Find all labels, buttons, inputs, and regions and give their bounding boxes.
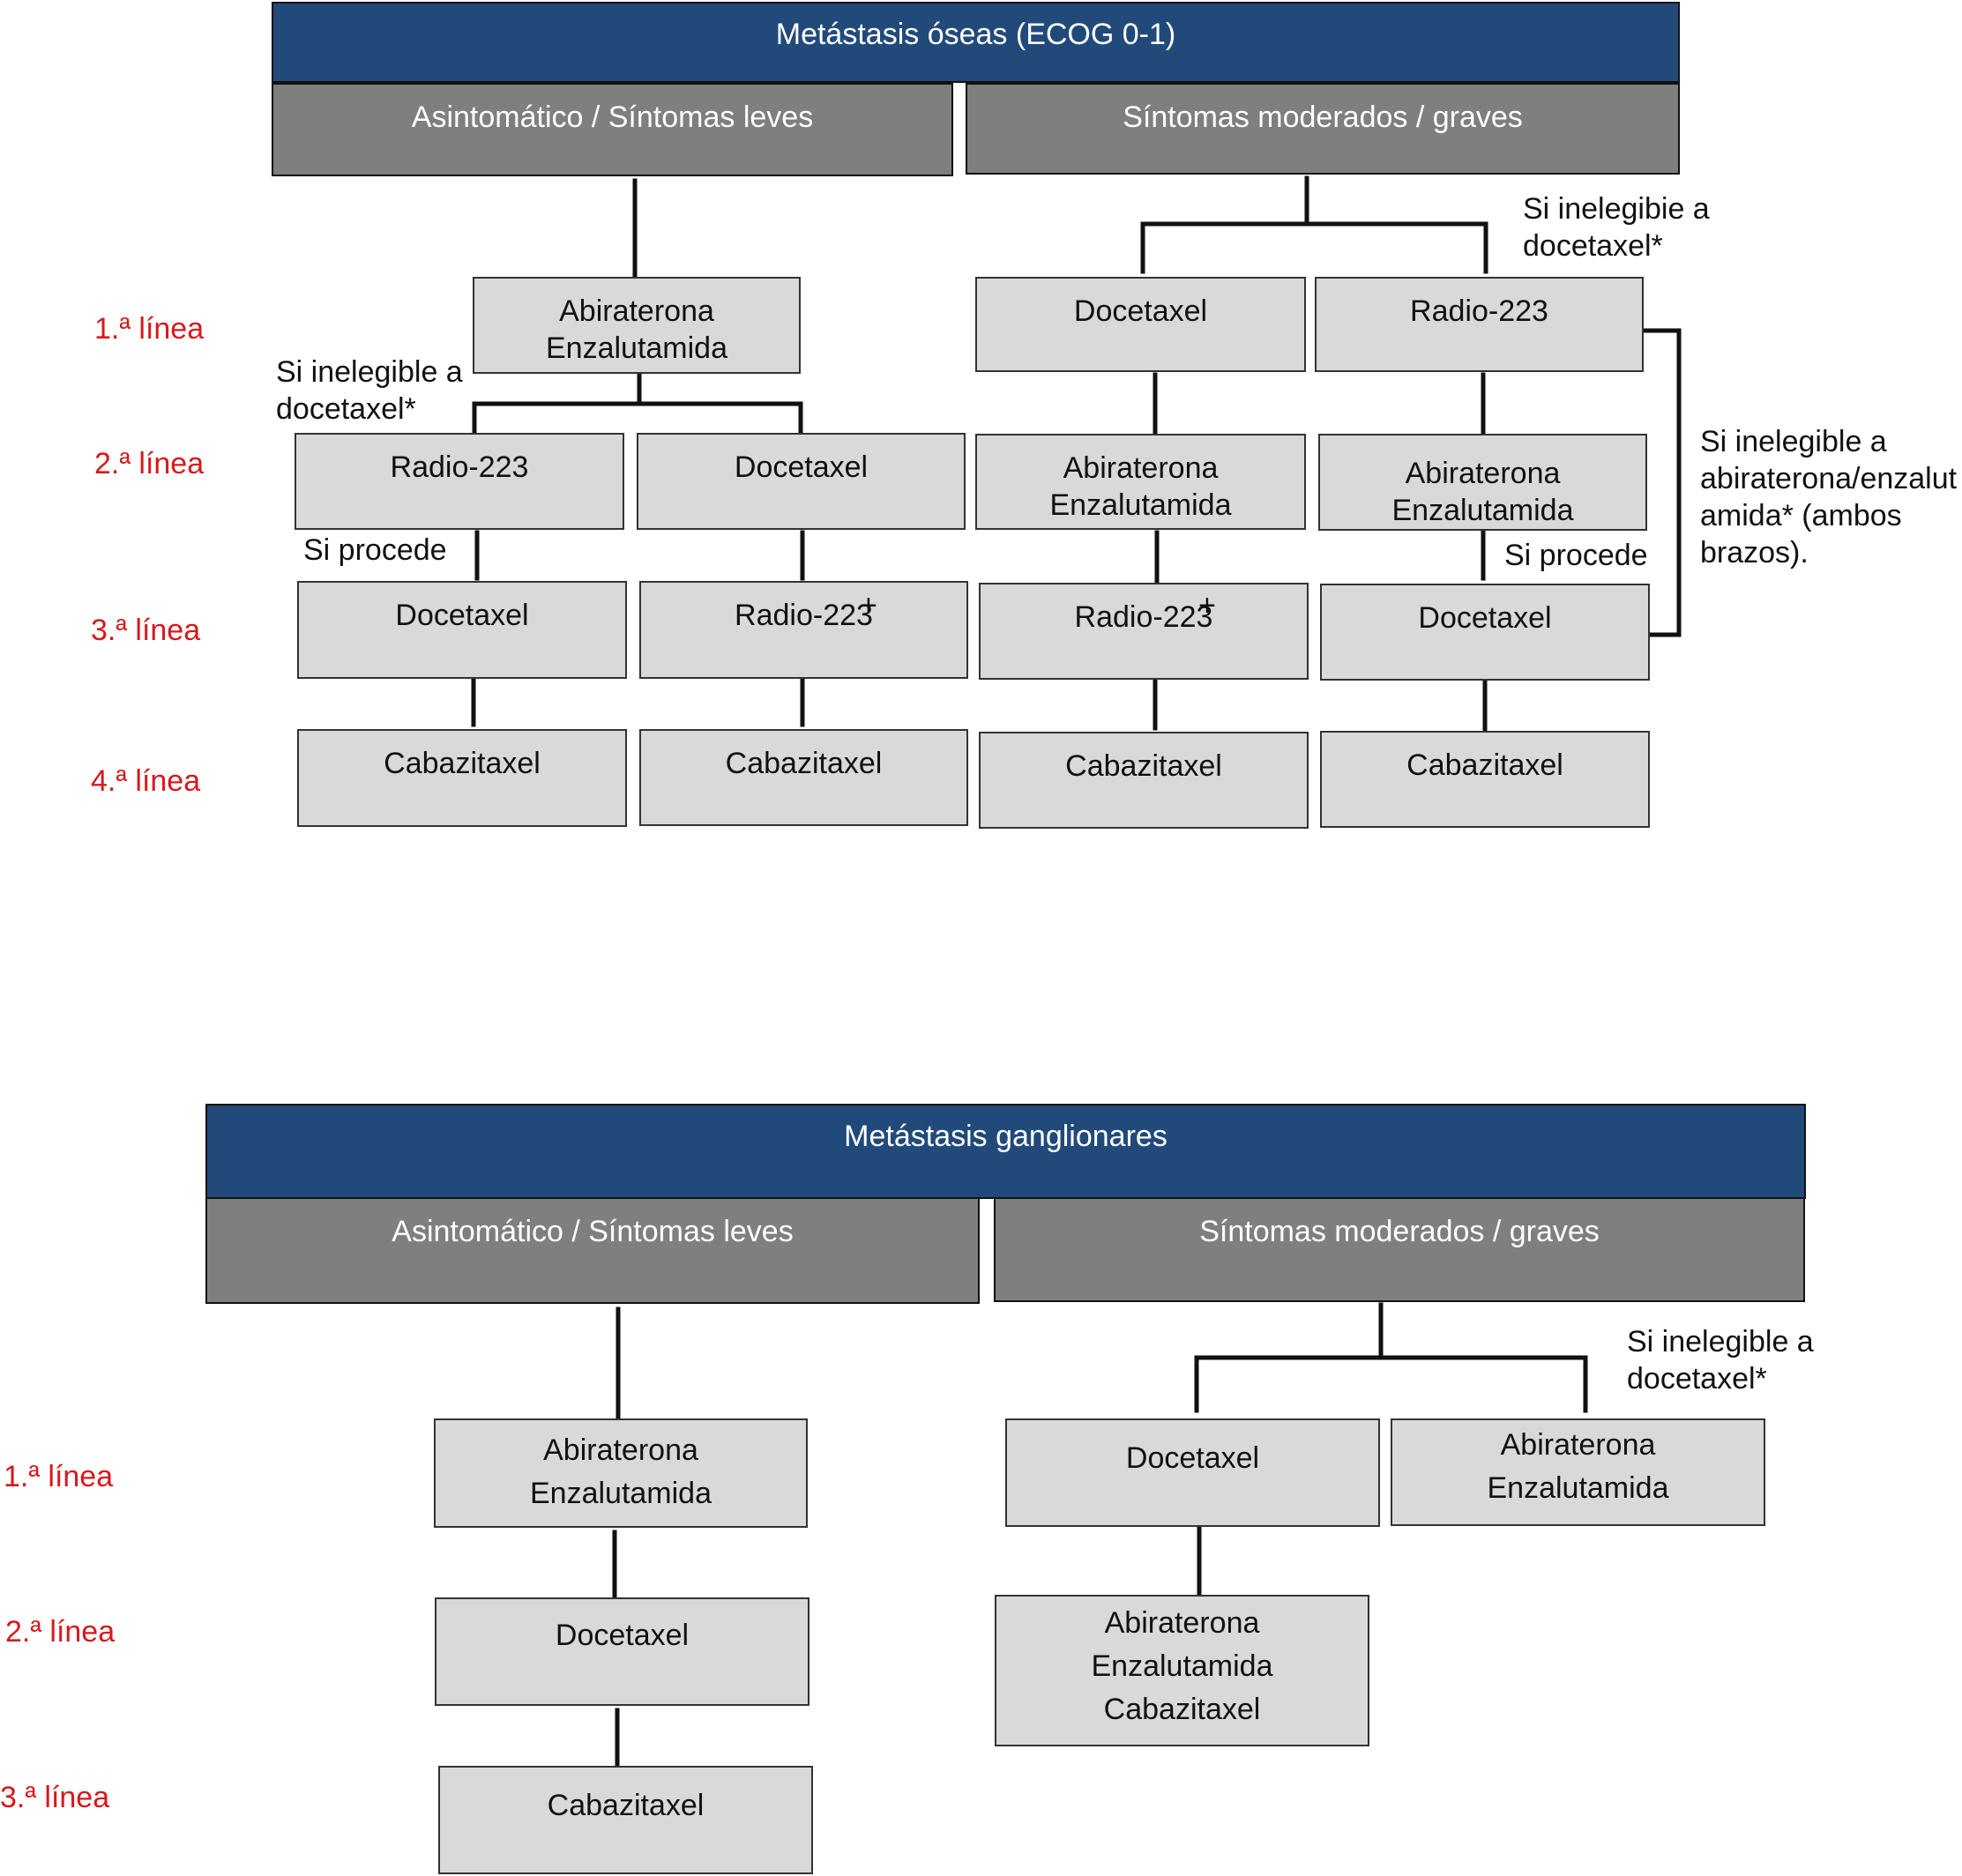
connector xyxy=(1642,328,1682,637)
osseous-left-header: Asintomático / Síntomas leves xyxy=(272,83,953,176)
nodal-left-header-label: Asintomático / Síntomas leves xyxy=(392,1215,794,1248)
osseous-box-l2b: Docetaxel xyxy=(637,433,966,530)
osseous-box-l2a: Radio-223 xyxy=(295,433,624,530)
nodal-title-header: Metástasis ganglionares xyxy=(205,1104,1806,1199)
osseous-note-right-side: Si inelegible a abiraterona/enzalut amid… xyxy=(1700,425,1958,570)
osseous-note-procede-right: Si procede xyxy=(1504,539,1648,572)
nodal-left-header: Asintomático / Síntomas leves xyxy=(205,1197,980,1304)
osseous-box-r4b: Cabazitaxel xyxy=(1320,731,1650,828)
osseous-box-r2a: Abiraterona Enzalutamida xyxy=(975,434,1306,530)
nodal-line-label-1: 1.ª línea xyxy=(4,1460,114,1493)
osseous-line-label-2: 2.ª línea xyxy=(94,447,205,480)
nodal-right-header: Síntomas moderados / graves xyxy=(994,1197,1805,1302)
osseous-box-r3b: Docetaxel xyxy=(1320,584,1650,681)
nodal-line-label-2: 2.ª línea xyxy=(5,1615,116,1649)
nodal-box-l3: Cabazitaxel xyxy=(438,1766,813,1874)
osseous-title-header: Metástasis óseas (ECOG 0-1) xyxy=(272,2,1680,83)
nodal-title: Metástasis ganglionares xyxy=(844,1120,1168,1153)
nodal-right-header-label: Síntomas moderados / graves xyxy=(1199,1215,1600,1248)
nodal-note-top-right: Si inelegible a docetaxel* xyxy=(1627,1325,1814,1396)
dagger-mark: + xyxy=(860,589,877,622)
connector xyxy=(1194,1355,1588,1413)
nodal-box-l1: Abiraterona Enzalutamida xyxy=(434,1418,808,1528)
connector xyxy=(1140,221,1488,274)
osseous-box-l1: Abiraterona Enzalutamida xyxy=(473,277,801,374)
nodal-line-label-3: 3.ª línea xyxy=(0,1781,110,1814)
osseous-box-l3b: Radio-223 xyxy=(639,581,968,679)
osseous-box-r1a: Docetaxel xyxy=(975,277,1306,372)
osseous-box-r1b: Radio-223 xyxy=(1315,277,1644,372)
osseous-box-l4a: Cabazitaxel xyxy=(297,729,627,827)
osseous-box-r3a: Radio-223 xyxy=(979,583,1309,680)
osseous-right-header: Síntomas moderados / graves xyxy=(966,83,1680,175)
connector xyxy=(472,401,803,435)
osseous-note-left-first: Si inelegible a docetaxel* xyxy=(276,355,463,426)
osseous-box-l3a: Docetaxel xyxy=(297,581,627,679)
osseous-box-l4b: Cabazitaxel xyxy=(639,729,968,826)
nodal-box-r1b: Abiraterona Enzalutamida xyxy=(1391,1418,1765,1526)
nodal-box-r2: Abiraterona Enzalutamida Cabazitaxel xyxy=(995,1595,1369,1746)
osseous-right-header-label: Síntomas moderados / graves xyxy=(1123,100,1523,134)
osseous-note-procede-left: Si procede xyxy=(303,533,447,567)
osseous-line-label-1: 1.ª línea xyxy=(94,312,205,346)
osseous-note-top-right: Si inelegibie a docetaxel* xyxy=(1523,192,1710,263)
nodal-box-l2: Docetaxel xyxy=(435,1597,809,1706)
osseous-line-label-3: 3.ª línea xyxy=(91,614,201,647)
osseous-title: Metástasis óseas (ECOG 0-1) xyxy=(775,18,1176,51)
osseous-left-header-label: Asintomático / Síntomas leves xyxy=(411,100,814,134)
osseous-line-label-4: 4.ª línea xyxy=(91,764,201,798)
dagger-mark: + xyxy=(1198,589,1216,622)
nodal-box-r1a: Docetaxel xyxy=(1005,1418,1380,1527)
osseous-box-r4a: Cabazitaxel xyxy=(979,732,1309,829)
osseous-box-r2b: Abiraterona Enzalutamida xyxy=(1318,434,1647,531)
